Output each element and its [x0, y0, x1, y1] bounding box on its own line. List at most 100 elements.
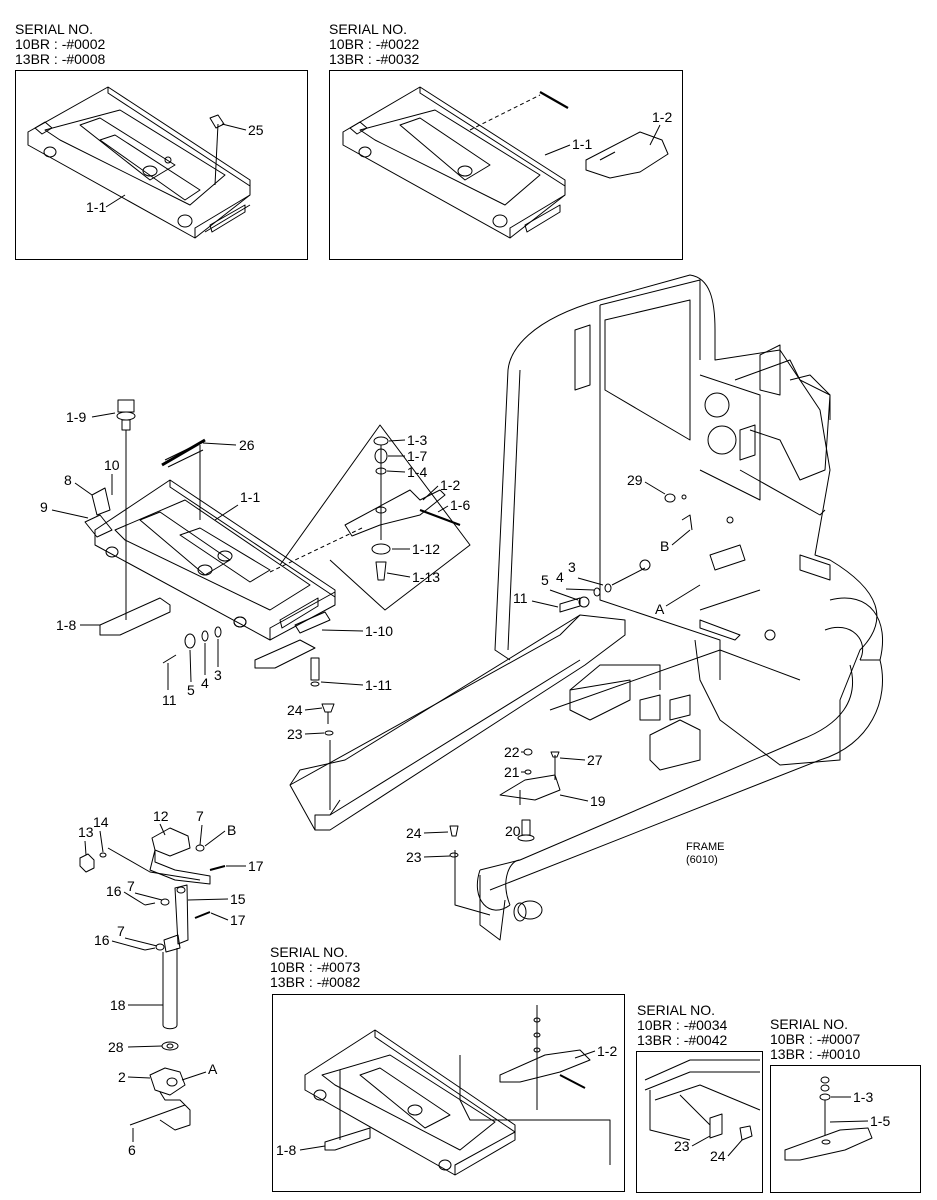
callout-1-1: 1-1 [86, 199, 106, 215]
serial-header-4: SERIAL NO. 10BR : -#0034 13BR : -#0042 [637, 1003, 727, 1048]
callout-1-11: 1-11 [365, 677, 392, 693]
callout-5: 5 [187, 682, 195, 698]
rail-detail-drawing-box4 [644, 1059, 761, 1141]
callout-7: 7 [117, 923, 125, 939]
callout-1-9: 1-9 [66, 409, 86, 425]
serial-line-13br: 13BR : -#0010 [770, 1046, 861, 1062]
serial-header-3: SERIAL NO. 10BR : -#0073 13BR : -#0082 [270, 945, 360, 990]
callout-1-12: 1-12 [412, 541, 440, 557]
callout-A: A [655, 601, 665, 617]
callout-1-4: 1-4 [407, 464, 427, 480]
serial-title: SERIAL NO. [637, 1002, 716, 1018]
serial-line-13br: 13BR : -#0032 [329, 51, 420, 67]
callout-15: 15 [230, 891, 246, 907]
serial-title: SERIAL NO. [770, 1016, 849, 1032]
callout-1-2: 1-2 [597, 1043, 617, 1059]
callout-1-2: 1-2 [652, 109, 672, 125]
callout-1-8: 1-8 [276, 1142, 296, 1158]
callout-27: 27 [587, 752, 603, 768]
frame-drawing [289, 274, 884, 941]
serial-line-10br: 10BR : -#0022 [329, 36, 420, 52]
seat-plate-drawing-box2 [342, 86, 669, 239]
callout-B: B [227, 822, 236, 838]
serial-line-10br: 10BR : -#0002 [15, 36, 106, 52]
exploded-seat-plate-drawing [84, 399, 471, 687]
serial-header-5: SERIAL NO. 10BR : -#0007 13BR : -#0010 [770, 1017, 860, 1062]
callout-4: 4 [556, 569, 564, 585]
callout-17: 17 [248, 858, 264, 874]
serial-line-13br: 13BR : -#0008 [15, 51, 106, 67]
callout-1-3: 1-3 [853, 1089, 873, 1105]
seat-plate-drawing-box1 [27, 86, 251, 239]
callout-11: 11 [513, 590, 528, 606]
callout-7: 7 [127, 878, 135, 894]
frame-label: FRAME [686, 841, 725, 853]
leader-line [649, 124, 661, 146]
leader-line [544, 144, 571, 156]
callout-29: 29 [627, 472, 643, 488]
bracket-detail-drawing-box5 [784, 1076, 873, 1161]
callout-18: 18 [110, 997, 126, 1013]
detail-box-1 [15, 70, 308, 260]
callout-1-8: 1-8 [56, 617, 76, 633]
callout-26: 26 [239, 437, 255, 453]
callout-A: A [208, 1061, 218, 1077]
leader-line [105, 194, 126, 208]
serial-line-13br: 13BR : -#0082 [270, 974, 361, 990]
callout-22: 22 [504, 744, 520, 760]
callout-1-7: 1-7 [407, 448, 427, 464]
callout-2: 2 [118, 1069, 126, 1085]
callout-1-13: 1-13 [412, 569, 440, 585]
detail-box-4 [636, 1051, 763, 1193]
callout-21: 21 [504, 764, 520, 780]
detail-box-3 [272, 994, 625, 1192]
callout-9: 9 [40, 499, 48, 515]
detail-box-2 [329, 70, 683, 260]
leader-line [221, 123, 247, 131]
serial-title: SERIAL NO. [15, 21, 94, 37]
callout-8: 8 [64, 472, 72, 488]
callout-1-1: 1-1 [240, 489, 260, 505]
callout-16: 16 [94, 932, 110, 948]
callout-4: 4 [201, 675, 209, 691]
serial-title: SERIAL NO. [270, 944, 349, 960]
callout-12: 12 [153, 808, 169, 824]
callout-1-3: 1-3 [407, 432, 427, 448]
serial-line-10br: 10BR : -#0007 [770, 1031, 861, 1047]
callout-1-6: 1-6 [450, 497, 470, 513]
callout-23: 23 [287, 726, 303, 742]
detail-box-5 [770, 1065, 921, 1193]
callout-B: B [660, 538, 669, 554]
callout-17: 17 [230, 912, 246, 928]
callout-25: 25 [248, 122, 264, 138]
frame-code: (6010) [686, 854, 718, 866]
callout-7: 7 [196, 808, 204, 824]
callout-1-10: 1-10 [365, 623, 393, 639]
callout-3: 3 [568, 559, 576, 575]
callout-28: 28 [108, 1039, 124, 1055]
frame-small-parts [321, 493, 693, 858]
serial-header-2: SERIAL NO. 10BR : -#0022 13BR : -#0032 [329, 22, 419, 67]
callout-23: 23 [674, 1138, 690, 1154]
callout-24: 24 [287, 702, 303, 718]
callout-3: 3 [214, 667, 222, 683]
callout-13: 13 [78, 824, 94, 840]
callout-1-5: 1-5 [870, 1113, 890, 1129]
callout-10: 10 [104, 457, 120, 473]
callout-24: 24 [406, 825, 422, 841]
callout-5: 5 [541, 572, 549, 588]
serial-line-10br: 10BR : -#0034 [637, 1017, 728, 1033]
callout-23: 23 [406, 849, 422, 865]
serial-line-10br: 10BR : -#0073 [270, 959, 361, 975]
callout-19: 19 [590, 793, 606, 809]
callout-1-2: 1-2 [440, 477, 460, 493]
serial-title: SERIAL NO. [329, 21, 408, 37]
callout-6: 6 [128, 1142, 136, 1158]
serial-header-1: SERIAL NO. 10BR : -#0002 13BR : -#0008 [15, 22, 105, 67]
callout-14: 14 [93, 814, 109, 830]
callout-16: 16 [106, 883, 122, 899]
callout-1-1: 1-1 [572, 136, 592, 152]
callout-20: 20 [505, 823, 521, 839]
seat-plate-drawing-box3 [304, 1005, 611, 1176]
